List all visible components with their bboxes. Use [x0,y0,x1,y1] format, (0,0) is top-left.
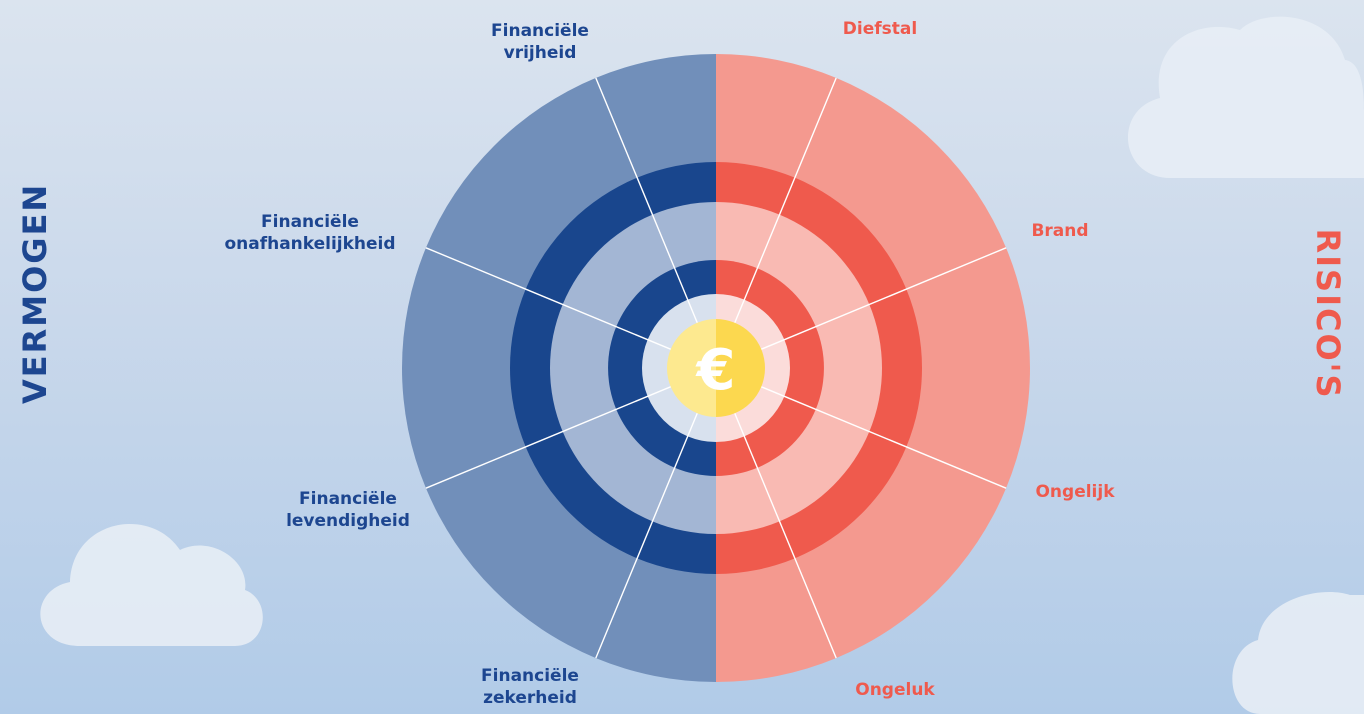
segment-divider [715,367,1007,489]
segment-divider [425,247,717,369]
label-financiele-onafhankelijkheid: Financiële onafhankelijkheid [224,212,396,254]
cloud-bottom-right [1232,592,1364,714]
label-financiele-vrijheid: Financiële vrijheid [491,21,589,63]
segment-divider [425,367,717,489]
segment-divider [715,367,837,659]
coin-right-half [716,319,765,417]
right-title: RISICO'S [1309,228,1347,400]
label-ongelijk: Ongelijk [1035,482,1115,502]
coin-left-half [667,319,716,417]
segment-divider [715,247,1007,369]
label-financiele-zekerheid: Financiële zekerheid [481,666,579,708]
label-financiele-levendigheid: Financiële levendigheid [286,489,410,531]
segment-divider [715,77,837,369]
label-diefstal: Diefstal [842,19,918,39]
label-brand: Brand [1031,221,1089,241]
segment-divider [595,77,717,369]
cloud-bottom-left [40,523,263,646]
segment-divider [595,367,717,659]
label-ongeluk: Ongeluk [855,680,935,700]
euro-symbol: € [695,338,736,403]
left-title: VERMOGEN [16,182,54,404]
cloud-top-right [1127,16,1364,178]
